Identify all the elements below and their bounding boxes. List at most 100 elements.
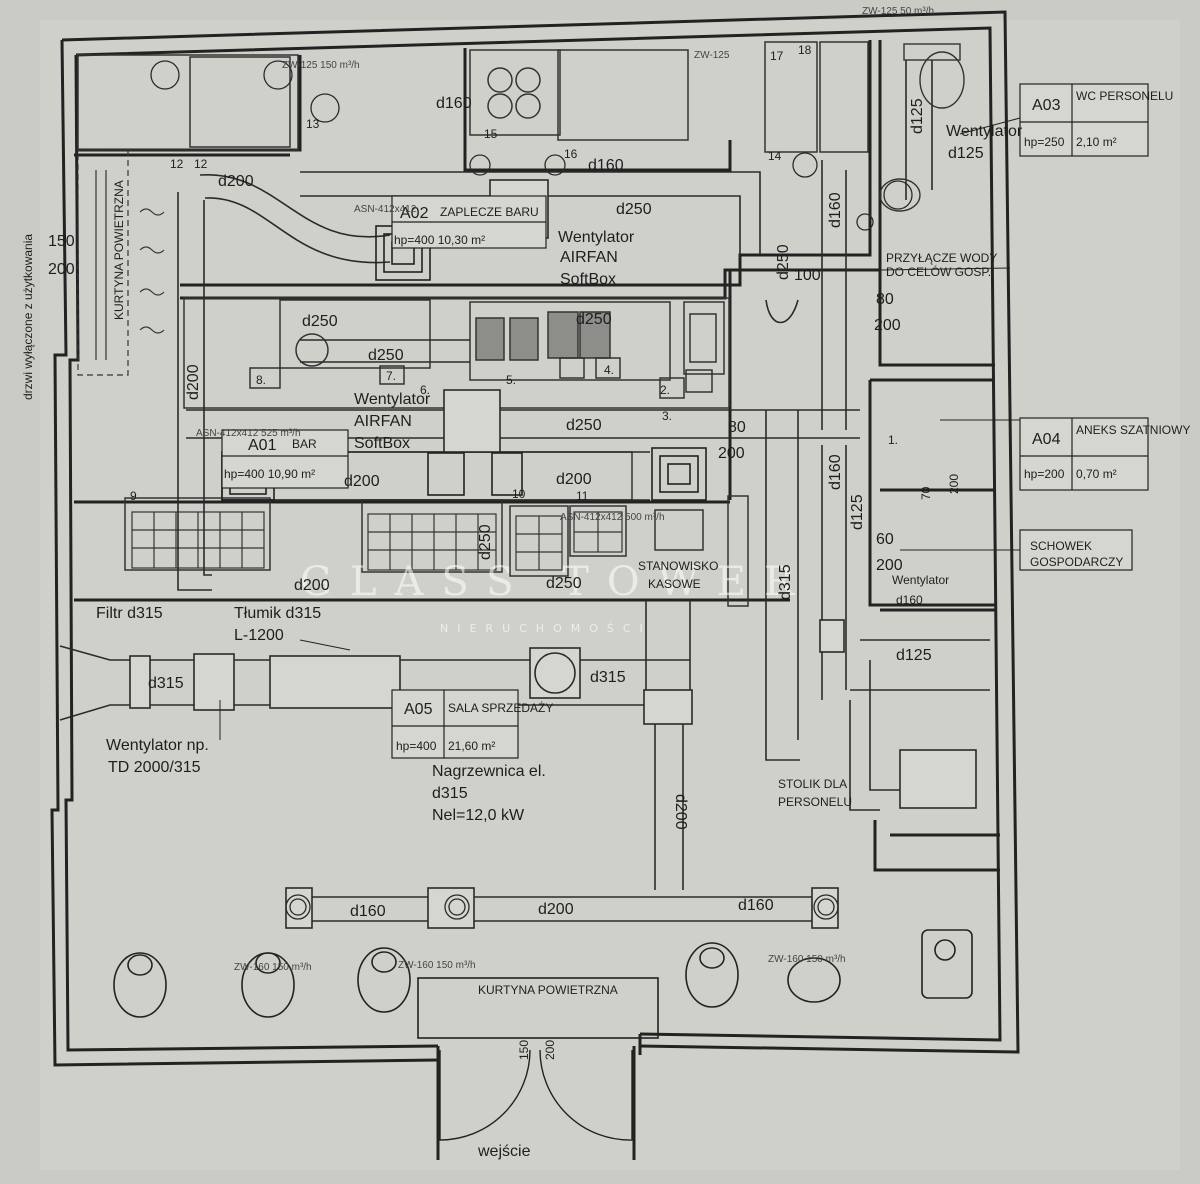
went-np-l1: Wentylator np. bbox=[106, 737, 209, 754]
went-airfan-2-l1: Wentylator bbox=[354, 391, 431, 408]
grille-asn-a02: ASN-412x412 bbox=[354, 204, 417, 215]
przylacze-l1: PRZYŁĄCZE WODY bbox=[886, 251, 997, 265]
watermark: GLASS TOWER NIERUCHOMOŚCI bbox=[300, 559, 812, 635]
a01-name: BAR bbox=[292, 437, 317, 451]
a03-area: 2,10 m² bbox=[1076, 135, 1117, 149]
tlumik-l1: Tłumik d315 bbox=[234, 605, 321, 622]
duct-d200-b: d200 bbox=[344, 473, 380, 490]
left-note-w: 150 bbox=[48, 233, 75, 250]
went-airfan-2-l3: SoftBox bbox=[354, 435, 410, 452]
a02-code: A02 bbox=[400, 205, 429, 222]
display-grids bbox=[131, 511, 623, 571]
num-4: 4. bbox=[604, 363, 614, 377]
duct-d200-v: d200 bbox=[185, 364, 202, 400]
duct-d315-v: d315 bbox=[777, 564, 794, 600]
duct-d100: 100 bbox=[794, 267, 821, 284]
fan-box-1 bbox=[443, 389, 501, 453]
went-airfan-1-l2: AIRFAN bbox=[560, 249, 618, 266]
duct-d250-v: d250 bbox=[477, 524, 494, 560]
filter-body bbox=[129, 655, 151, 709]
win-60: 60 bbox=[876, 531, 894, 548]
door-w: 150 bbox=[517, 1040, 531, 1060]
grille-zw160-3: ZW-160 150 m³/h bbox=[768, 954, 846, 965]
num-15: 15 bbox=[484, 127, 498, 141]
silencer-flange bbox=[193, 653, 235, 711]
stanowisko-l2: KASOWE bbox=[648, 577, 701, 591]
stolik-l1: STOLIK DLA bbox=[778, 777, 847, 791]
win-80: 80 bbox=[876, 291, 894, 308]
num-8: 8. bbox=[256, 373, 266, 387]
watermark-brand: GLASS TOWER bbox=[300, 559, 812, 605]
duct-d250-dv: d250 bbox=[775, 244, 792, 280]
duct-end-circles bbox=[150, 60, 913, 920]
przylacze-l2: DO CELÓW GOSP. bbox=[886, 264, 991, 279]
w200c: 200 bbox=[947, 474, 961, 494]
num-18: 18 bbox=[798, 43, 812, 57]
num-1a: 1. bbox=[888, 433, 898, 447]
num-12b: 12 bbox=[194, 157, 208, 171]
d200x-label: 200 bbox=[718, 445, 745, 462]
went-airfan-1-l3: SoftBox bbox=[560, 271, 616, 288]
duct-d250-top: d250 bbox=[616, 201, 652, 218]
num-9: 9 bbox=[130, 489, 137, 503]
labels: drzwi wyłączone z użytkowania 150 200 KU… bbox=[21, 6, 1190, 1160]
a03-name: WC PERSONELU bbox=[1076, 89, 1173, 103]
nagrzewnica-l3: Nel=12,0 kW bbox=[432, 807, 525, 824]
wc-fixtures bbox=[879, 43, 965, 212]
left-note: drzwi wyłączone z użytkowania bbox=[21, 234, 35, 400]
duct-d160-br: d160 bbox=[738, 897, 774, 914]
duct-d125-h: d125 bbox=[896, 647, 932, 664]
stolik-l2: PERSONELU bbox=[778, 795, 852, 809]
entrance-door bbox=[439, 1049, 633, 1141]
left-air-curtain bbox=[77, 149, 165, 376]
went-d160-l2: d160 bbox=[896, 593, 923, 607]
num-17: 17 bbox=[770, 49, 784, 63]
duct-d315-b: d315 bbox=[590, 669, 626, 686]
wejscie-label: wejście bbox=[477, 1143, 531, 1160]
a04-name: ANEKS SZATNIOWY bbox=[1076, 423, 1190, 437]
duct-d250-d: d250 bbox=[566, 417, 602, 434]
duct-elbow bbox=[643, 689, 693, 725]
went-d125-l2: d125 bbox=[948, 145, 984, 162]
filtr-label: Filtr d315 bbox=[96, 605, 163, 622]
heater-ring bbox=[534, 652, 576, 694]
kurtyna-top-label: KURTYNA POWIETRZNA bbox=[112, 180, 126, 320]
duct-d200-bm: d200 bbox=[538, 901, 574, 918]
grille-zw160-1: ZW-160 150 m³/h bbox=[234, 962, 312, 973]
win-200a: 200 bbox=[874, 317, 901, 334]
grille-asn-mid: ASN-412x412 500 m³/h bbox=[560, 512, 665, 523]
went-np-l2: TD 2000/315 bbox=[108, 759, 201, 776]
num-6: 6. bbox=[420, 383, 430, 397]
duct-d250-a: d250 bbox=[302, 313, 338, 330]
duct-d125-v: d125 bbox=[849, 494, 866, 530]
room-tables bbox=[221, 83, 1149, 759]
went-airfan-1-l1: Wentylator bbox=[558, 229, 635, 246]
a01-code: A01 bbox=[248, 437, 277, 454]
watermark-sub: NIERUCHOMOŚCI bbox=[440, 622, 652, 635]
duct-d160-v: d160 bbox=[827, 454, 844, 490]
schowek-l1: SCHOWEK bbox=[1030, 539, 1092, 553]
duct-d160-v2: d160 bbox=[827, 192, 844, 228]
a05-name: SALA SPRZEDAŻY bbox=[448, 701, 553, 715]
duct-d125-wc: d125 bbox=[909, 98, 926, 134]
a03-hp: hp=250 bbox=[1024, 135, 1065, 149]
kurtyna-bottom-label: KURTYNA POWIETRZNA bbox=[478, 983, 618, 997]
win-200b: 200 bbox=[876, 557, 903, 574]
num-3: 3. bbox=[662, 409, 672, 423]
num-10: 10 bbox=[512, 487, 526, 501]
grille-asn-a01: ASN-412x412 525 m³/h bbox=[196, 428, 301, 439]
duct-d160-right: d160 bbox=[588, 157, 624, 174]
grille-zw125-top: ZW-125 50 m³/h bbox=[862, 6, 934, 17]
num-2: 2. bbox=[660, 383, 670, 397]
d80-label: 80 bbox=[728, 419, 746, 436]
a02-params: hp=400 10,30 m² bbox=[394, 233, 485, 247]
num-12a: 12 bbox=[170, 157, 184, 171]
went-airfan-2-l2: AIRFAN bbox=[354, 413, 412, 430]
a04-area: 0,70 m² bbox=[1076, 467, 1117, 481]
diffuser-mid bbox=[651, 447, 707, 501]
a01-params: hp=400 10,90 m² bbox=[224, 467, 315, 481]
a04-hp: hp=200 bbox=[1024, 467, 1065, 481]
duct-d160-top: d160 bbox=[436, 95, 472, 112]
kitchen-equipment bbox=[77, 41, 869, 607]
